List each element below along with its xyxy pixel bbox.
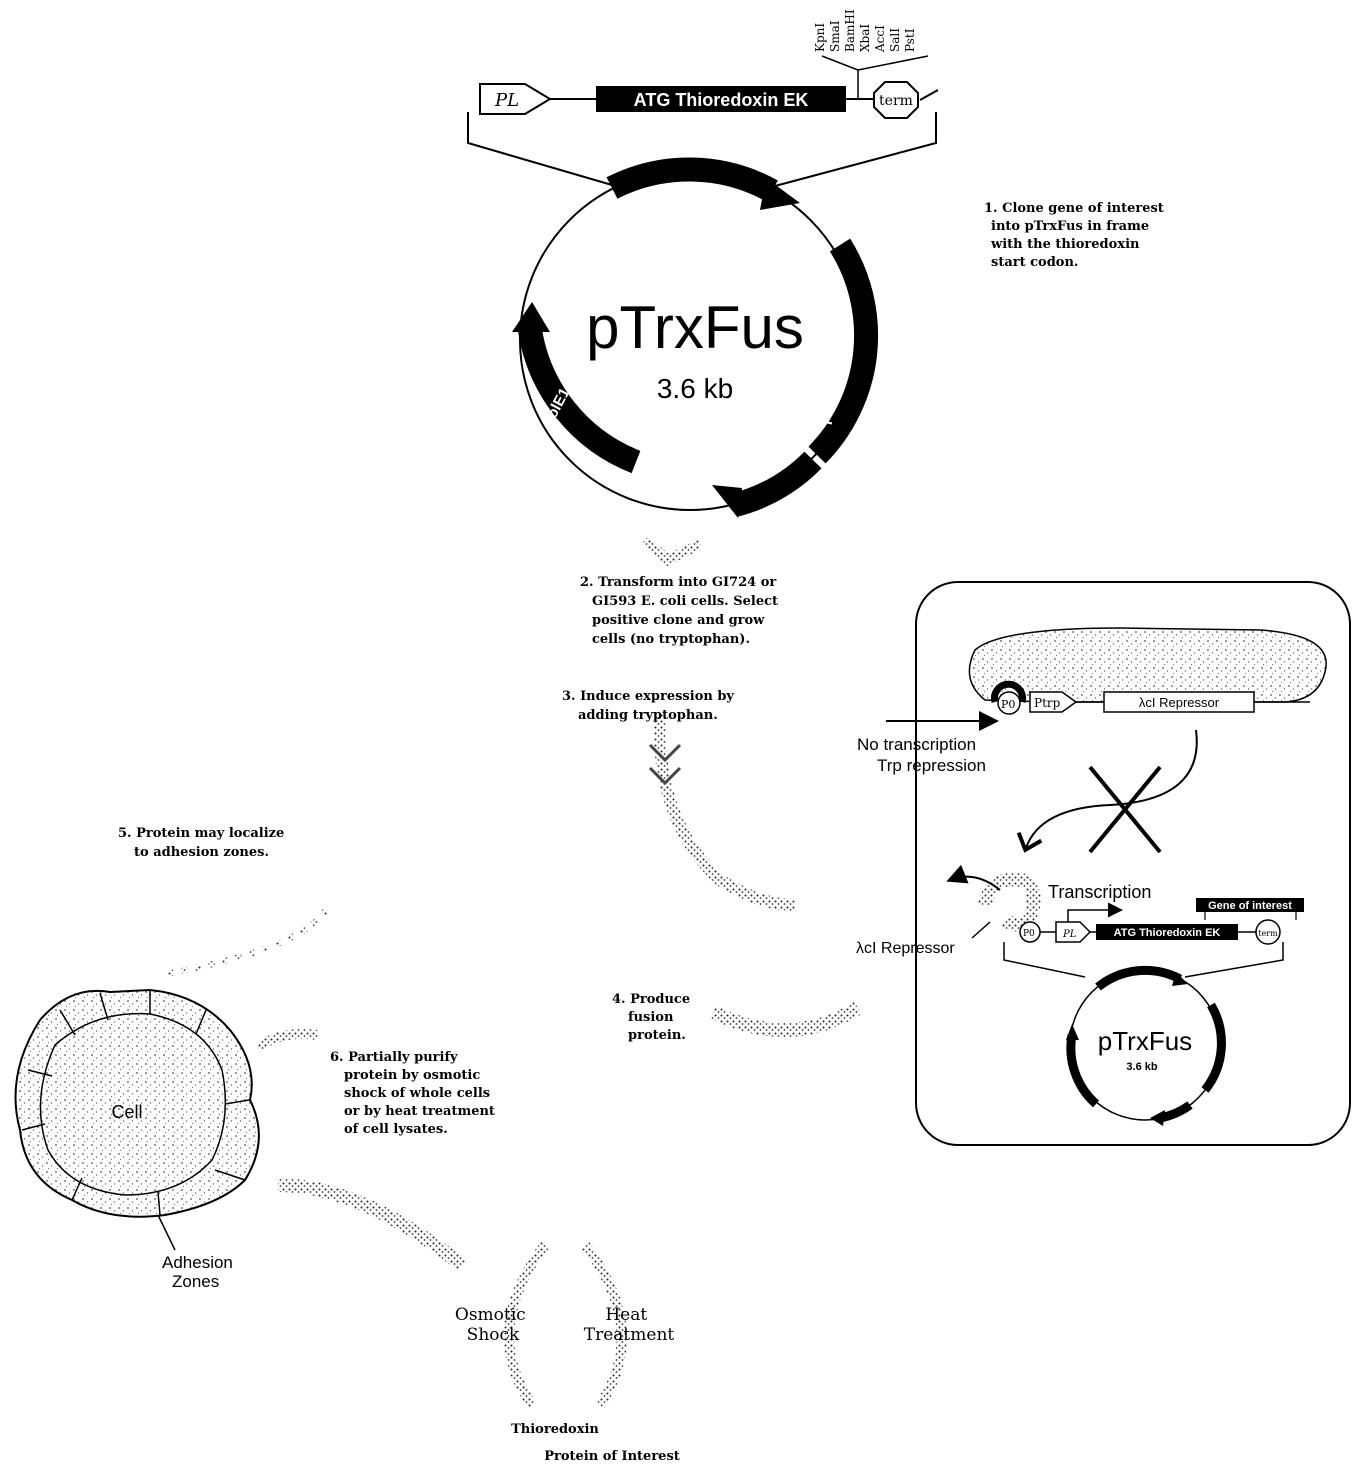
pl-promoter-arrow: [479, 83, 552, 115]
osmotic-label: Osmotic Shock: [455, 1305, 531, 1345]
step5-text: 5. Protein may localize to adhesion zone…: [118, 826, 289, 860]
svg-text:term: term: [1258, 929, 1278, 938]
adhesion-label: Adhesion Zones: [162, 1253, 238, 1291]
restriction-site-label: KpnI: [813, 23, 827, 52]
induction-inset: P0 Ptrp λcI Repressor No transcription T…: [856, 581, 1351, 1146]
repressor-protein-label: λcI Repressor: [856, 940, 955, 957]
gene-of-interest-box: [1196, 898, 1304, 912]
step4-text: 4. Produce fusion protein.: [612, 992, 695, 1043]
restriction-site-label: SalI: [888, 28, 902, 52]
svg-text:PL: PL: [1062, 929, 1077, 940]
transcription-label: Transcription: [1048, 882, 1151, 902]
restriction-site-label: SmaI: [828, 20, 842, 52]
svg-text:P0: P0: [1023, 929, 1035, 939]
ptrp-arrow: [1029, 691, 1078, 713]
step2-text: 2. Transform into GI724 or GI593 E. coli…: [580, 575, 783, 647]
restriction-site-label: BamHI: [843, 9, 857, 52]
svg-text:ATG Thioredoxin EK: ATG Thioredoxin EK: [1114, 927, 1221, 939]
inset-plasmid-name: pTrxFus: [1098, 1026, 1192, 1056]
pl-promoter-label: PL: [494, 90, 519, 111]
fusion-box: [596, 86, 846, 112]
cole1-segment: [518, 327, 641, 474]
plasmid-name: pTrxFus: [586, 294, 804, 361]
plasmid-size: 3.6 kb: [657, 373, 733, 404]
svg-text:Gene of interest: Gene of interest: [1208, 900, 1292, 912]
cassette-fusion-box: [1096, 924, 1238, 940]
svg-text:λcI Repressor: λcI Repressor: [1139, 695, 1220, 710]
main-plasmid: pTrxFus 3.6 kb β-Lactamase ColE1: [512, 157, 879, 518]
protein-of-interest-label: Protein of Interest: [544, 1449, 680, 1464]
restriction-site-label: AccI: [873, 25, 887, 53]
repressor-protein-icon: [978, 872, 1041, 932]
cell-illustration: Cell Adhesion Zones: [14, 988, 260, 1291]
restriction-site-label: XbaI: [858, 24, 872, 52]
svg-text:P0: P0: [1001, 698, 1015, 711]
beta-lactamase-segment: [808, 238, 879, 464]
step3-text: 3. Induce expression by adding tryptopha…: [562, 689, 739, 723]
flow-arrows: [159, 536, 862, 1408]
cell-label: Cell: [111, 1102, 142, 1122]
no-transcription-text: No transcription Trp repression: [857, 735, 986, 775]
svg-text:Ptrp: Ptrp: [1034, 696, 1061, 710]
thioredoxin-label: Thioredoxin: [511, 1422, 599, 1437]
fusion-label: ATG Thioredoxin EK: [634, 90, 809, 110]
terminator-icon: [873, 81, 919, 119]
restriction-site-label: PstI: [903, 28, 917, 52]
step6-text: 6. Partially purify protein by osmotic s…: [330, 1050, 499, 1137]
heat-label: Heat Treatment: [584, 1305, 675, 1345]
inset-plasmid-size: 3.6 kb: [1126, 1061, 1157, 1073]
terminator-label: term: [879, 93, 913, 109]
step1-text: 1. Clone gene of interest into pTrxFus i…: [984, 201, 1168, 270]
p0-circle: [997, 691, 1021, 715]
